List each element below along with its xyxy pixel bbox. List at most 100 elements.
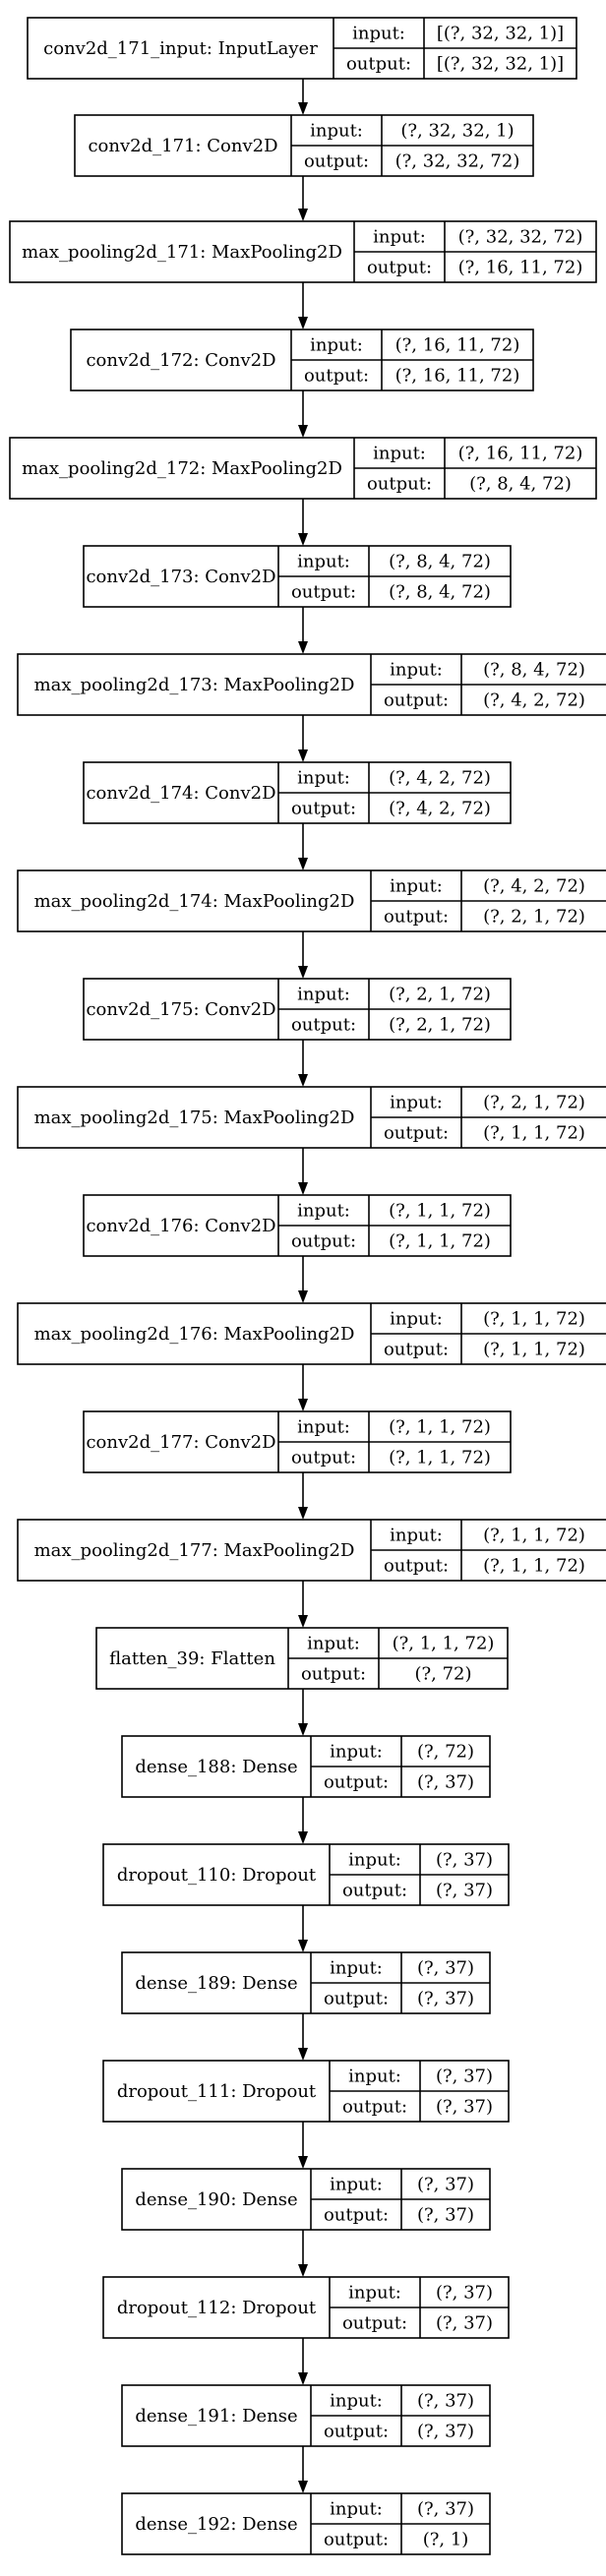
arrow-head-icon — [298, 749, 308, 762]
output-label: output: — [342, 1881, 407, 1901]
output-shape: (?, 37) — [436, 2313, 493, 2334]
input-label: input: — [390, 1526, 443, 1546]
output-label: output: — [291, 1231, 356, 1252]
arrow-head-icon — [298, 102, 308, 115]
layer-name: max_pooling2d_171: MaxPooling2D — [22, 242, 342, 263]
layer-name: max_pooling2d_174: MaxPooling2D — [34, 891, 355, 912]
output-label: output: — [324, 2205, 389, 2226]
input-shape: (?, 2, 1, 72) — [389, 985, 491, 1005]
arrow-head-icon — [298, 1399, 308, 1411]
output-shape: (?, 1, 1, 72) — [389, 1231, 491, 1252]
arrow-head-icon — [298, 209, 308, 221]
input-shape: (?, 37) — [417, 2499, 474, 2520]
layer-node: max_pooling2d_175: MaxPooling2Dinput:out… — [17, 1086, 606, 1149]
input-label: input: — [373, 227, 426, 248]
output-label: output: — [367, 258, 432, 278]
layer-name: conv2d_173: Conv2D — [86, 567, 275, 587]
input-shape: (?, 37) — [436, 1850, 493, 1871]
output-label: output: — [291, 799, 356, 819]
layer-name: max_pooling2d_172: MaxPooling2D — [22, 458, 342, 479]
layer-name: max_pooling2d_173: MaxPooling2D — [34, 675, 355, 695]
input-label: input: — [330, 2391, 383, 2412]
arrow-head-icon — [298, 1074, 308, 1087]
input-label: input: — [390, 1309, 443, 1330]
layer-node: conv2d_173: Conv2D input: output: (?, 8, 4,… — [83, 545, 512, 608]
output-shape: (?, 1, 1, 72) — [483, 1123, 585, 1144]
input-label: input: — [307, 1634, 360, 1654]
arrow-head-icon — [298, 2372, 308, 2385]
layer-name: dropout_111: Dropout — [117, 2081, 317, 2102]
layer-name: flatten_39: Flatten — [109, 1648, 275, 1669]
output-label: output: — [384, 1123, 449, 1144]
layer-node: max_pooling2d_177: MaxPooling2Dinput:out… — [17, 1519, 606, 1582]
output-shape: (?, 72) — [414, 1664, 471, 1685]
output-label: output: — [384, 1556, 449, 1577]
output-shape: (?, 8, 4, 72) — [389, 582, 491, 603]
input-label: input: — [330, 2175, 383, 2195]
output-shape: (?, 1, 1, 72) — [483, 1556, 585, 1577]
output-label: output: — [304, 366, 369, 387]
input-label: input: — [297, 985, 350, 1005]
output-label: output: — [304, 151, 369, 172]
output-label: output: — [324, 2422, 389, 2442]
input-shape: (?, 4, 2, 72) — [389, 768, 491, 789]
output-shape: (?, 2, 1, 72) — [483, 907, 585, 928]
layer-name: dropout_112: Dropout — [117, 2298, 317, 2318]
layer-name: conv2d_177: Conv2D — [86, 1432, 275, 1453]
input-label: input: — [352, 24, 405, 44]
output-label: output: — [324, 1772, 389, 1793]
arrow-head-icon — [298, 1615, 308, 1628]
arrow-head-icon — [298, 858, 308, 870]
output-shape: (?, 37) — [417, 2422, 474, 2442]
layer-name: conv2d_172: Conv2D — [86, 350, 275, 371]
layer-name: conv2d_174: Conv2D — [86, 783, 275, 804]
input-label: input: — [297, 768, 350, 789]
input-label: input: — [390, 876, 443, 897]
input-label: input: — [297, 552, 350, 572]
arrow-head-icon — [298, 1507, 308, 1520]
input-shape: (?, 1, 1, 72) — [393, 1634, 495, 1654]
output-shape: (?, 37) — [417, 2205, 474, 2226]
layer-node: max_pooling2d_173: MaxPooling2Dinput:out… — [17, 653, 606, 716]
edges — [298, 79, 308, 2493]
layer-name: dense_190: Dense — [135, 2189, 297, 2210]
output-label: output: — [291, 582, 356, 603]
input-shape: (?, 1, 1, 72) — [483, 1309, 585, 1330]
input-label: input: — [348, 2283, 401, 2304]
output-shape: (?, 1, 1, 72) — [389, 1448, 491, 1468]
input-label: input: — [348, 1850, 401, 1871]
output-label: output: — [384, 1340, 449, 1360]
output-label: output: — [291, 1448, 356, 1468]
output-label: output: — [301, 1664, 366, 1685]
arrow-head-icon — [298, 966, 308, 979]
layer-node: flatten_39: Flatten input: output: (?, 1, 1… — [95, 1627, 509, 1690]
output-shape: (?, 1) — [423, 2530, 469, 2550]
input-shape: (?, 4, 2, 72) — [483, 876, 585, 897]
output-label: output: — [324, 2530, 389, 2550]
layer-node: max_pooling2d_176: MaxPooling2D input: out… — [17, 1302, 606, 1365]
layer-name: conv2d_176: Conv2D — [86, 1216, 275, 1236]
input-label: input: — [330, 1958, 383, 1979]
layer-name: dropout_110: Dropout — [117, 1865, 317, 1886]
layer-box — [17, 653, 606, 716]
output-label: output: — [367, 474, 432, 495]
arrow-head-icon — [298, 641, 308, 654]
output-label: output: — [384, 907, 449, 928]
layer-name: max_pooling2d_175: MaxPooling2D — [34, 1108, 355, 1128]
output-shape: (?, 32, 32, 72) — [395, 151, 520, 172]
arrow-head-icon — [298, 1723, 308, 1736]
layer-name: dense_191: Dense — [135, 2406, 297, 2426]
arrow-head-icon — [298, 425, 308, 438]
arrow-head-icon — [298, 2264, 308, 2277]
layer-name: max_pooling2d_176: MaxPooling2D — [34, 1324, 355, 1345]
input-label: input: — [310, 121, 363, 142]
